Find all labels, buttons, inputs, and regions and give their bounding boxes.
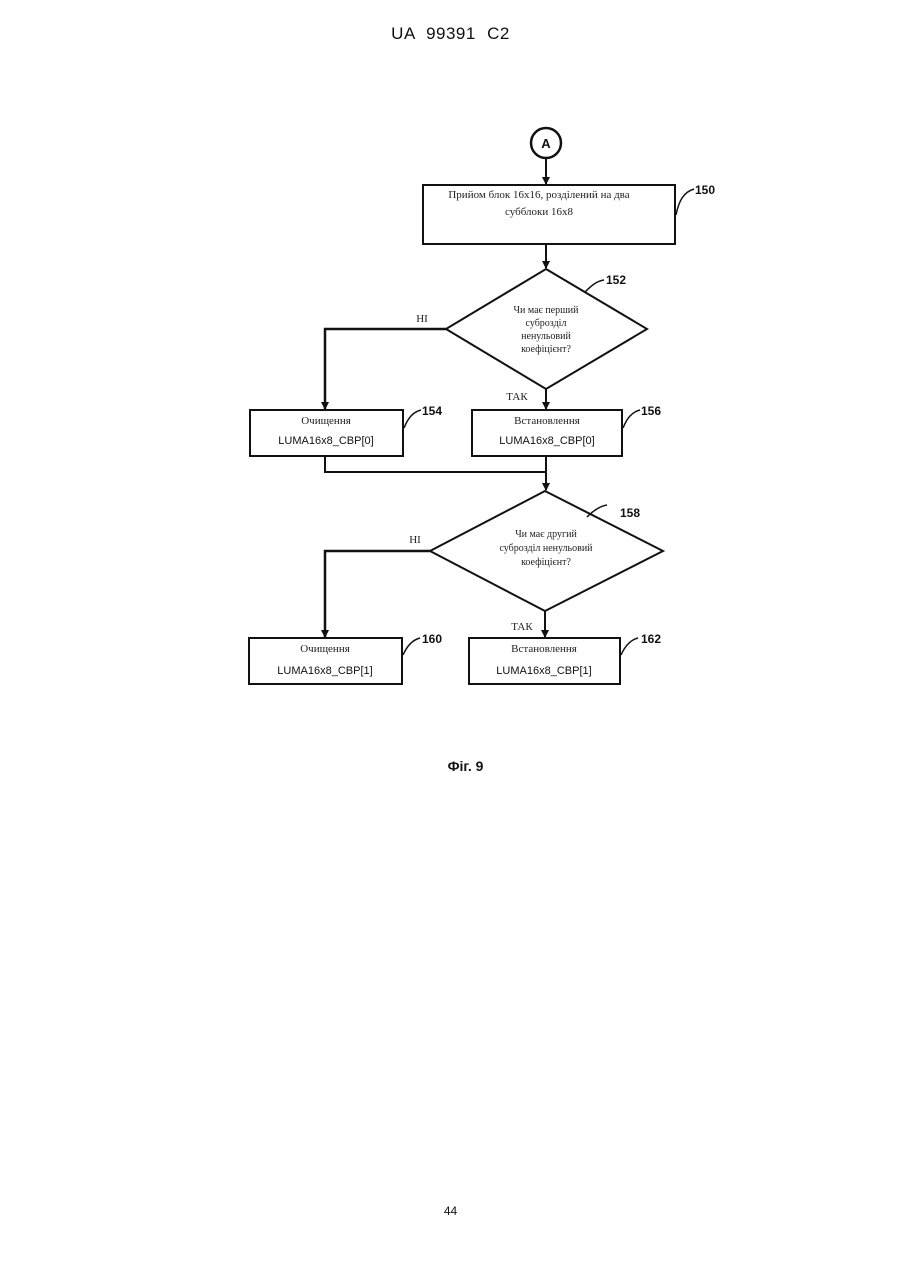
leader-150 xyxy=(676,189,694,215)
box-156-line2: LUMA16x8_CBP[0] xyxy=(499,435,594,447)
diamond-152-line2: суброзділ xyxy=(526,318,567,329)
ref-number-162: 162 xyxy=(641,632,661,646)
leader-152 xyxy=(585,280,604,292)
box-150-line1: Прийом блок 16x16, розділений на два xyxy=(448,189,629,201)
box-150-line2: субблоки 16x8 xyxy=(505,206,573,218)
diamond-152-line1: Чи має перший xyxy=(513,305,579,316)
leader-160 xyxy=(403,638,420,655)
ref-number-150: 150 xyxy=(695,183,715,197)
decision-diamond-158: Чи має другий суброзділ ненульовий коефі… xyxy=(430,491,663,611)
process-box-154: Очищення LUMA16x8_CBP[0] 154 xyxy=(250,404,442,456)
arrow-152-no xyxy=(325,329,446,409)
process-box-160: Очищення LUMA16x8_CBP[1] 160 xyxy=(249,632,442,684)
ref-number-156: 156 xyxy=(641,404,661,418)
label-152-yes: ТАК xyxy=(506,391,528,403)
box-160-line2: LUMA16x8_CBP[1] xyxy=(277,665,372,677)
label-152-no: НІ xyxy=(416,313,428,325)
ref-number-154: 154 xyxy=(422,404,442,418)
box-154-line1: Очищення xyxy=(301,415,351,427)
diamond-152-line4: коефіцієнт? xyxy=(521,344,571,355)
connector-label: A xyxy=(541,136,551,151)
diamond-158-line2: суброзділ ненульовий xyxy=(499,543,593,554)
connector-a: A xyxy=(531,128,561,158)
ref-number-152: 152 xyxy=(606,273,626,287)
page-number: 44 xyxy=(0,1204,901,1218)
box-156-line1: Встановлення xyxy=(514,415,580,427)
label-158-yes: ТАК xyxy=(511,621,533,633)
process-box-150: Прийом блок 16x16, розділений на два суб… xyxy=(423,183,715,244)
merge-line-154 xyxy=(325,456,546,472)
diamond-152-line3: ненульовий xyxy=(521,331,571,342)
diamond-158-line3: коефіцієнт? xyxy=(521,557,571,568)
ref-number-158: 158 xyxy=(620,506,640,520)
leader-162 xyxy=(621,638,638,655)
arrow-158-no xyxy=(325,551,430,637)
leader-154 xyxy=(404,410,421,428)
figure-caption: Фіг. 9 xyxy=(0,758,901,774)
process-box-156: Встановлення LUMA16x8_CBP[0] 156 xyxy=(472,404,661,456)
process-box-162: Встановлення LUMA16x8_CBP[1] 162 xyxy=(469,632,661,684)
ref-number-160: 160 xyxy=(422,632,442,646)
diamond-158-line1: Чи має другий xyxy=(515,529,577,540)
box-162-line2: LUMA16x8_CBP[1] xyxy=(496,665,591,677)
leader-156 xyxy=(623,410,640,428)
box-162-line1: Встановлення xyxy=(511,643,577,655)
label-158-no: НІ xyxy=(409,534,421,546)
decision-diamond-152: Чи має перший суброзділ ненульовий коефі… xyxy=(446,269,647,389)
box-154-line2: LUMA16x8_CBP[0] xyxy=(278,435,373,447)
box-160-line1: Очищення xyxy=(300,643,350,655)
